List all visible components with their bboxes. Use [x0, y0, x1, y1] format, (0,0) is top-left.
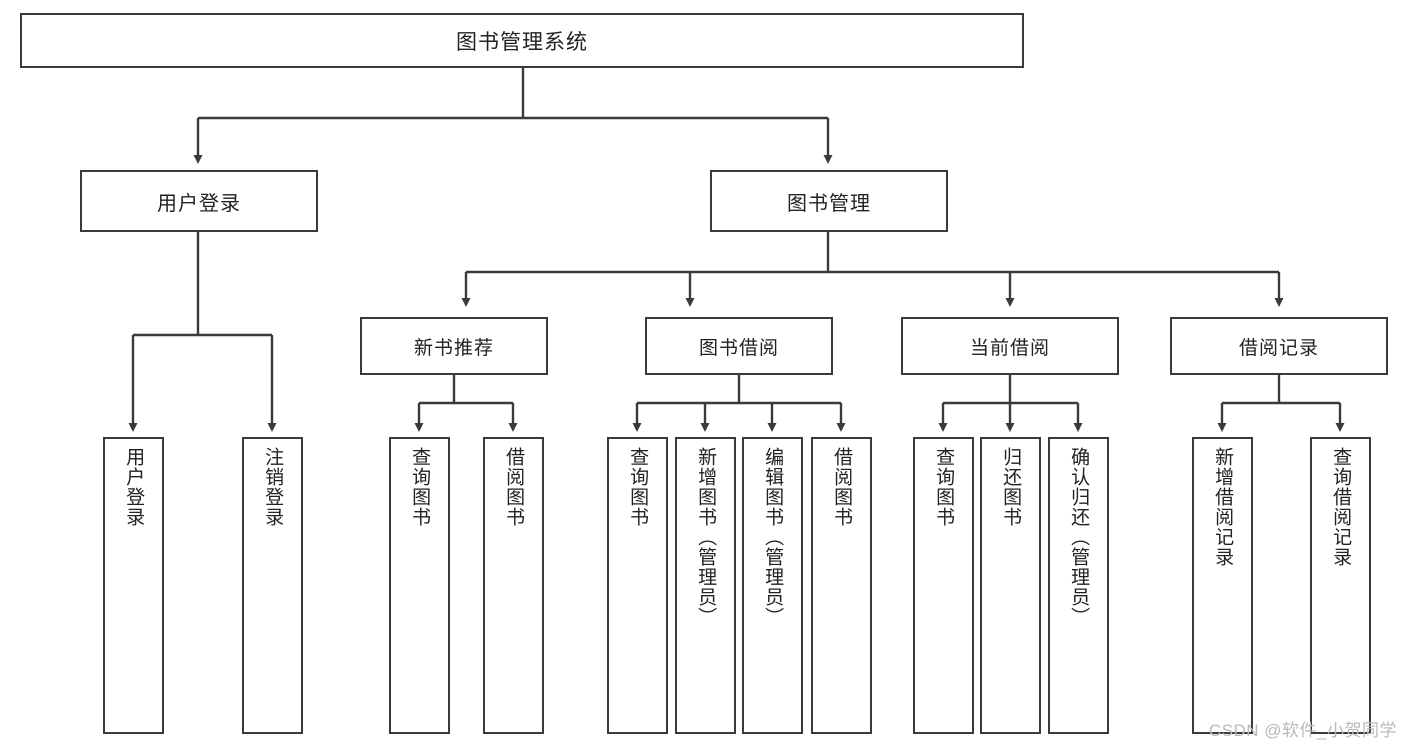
node-new-book-recommend[interactable]: 新书推荐	[360, 317, 548, 375]
node-label: 查询图书	[933, 447, 955, 527]
node-label: 编辑图书（管理员）	[762, 447, 784, 627]
watermark-csdn: CSDN @软件_小贺同学	[1208, 721, 1397, 740]
leaf-borrow-record-query-record[interactable]: 查询借阅记录	[1310, 437, 1371, 734]
node-root-book-management-system[interactable]: 图书管理系统	[20, 13, 1024, 68]
leaf-book-borrow-borrow-book[interactable]: 借阅图书	[811, 437, 872, 734]
node-label: 新增图书（管理员）	[695, 447, 717, 627]
node-label: 借阅图书	[831, 447, 853, 527]
leaf-current-borrow-query-book[interactable]: 查询图书	[913, 437, 974, 734]
leaf-user-login-signout[interactable]: 注销登录	[242, 437, 303, 734]
node-label: 借阅记录	[1238, 337, 1319, 359]
node-current-borrow[interactable]: 当前借阅	[901, 317, 1119, 375]
leaf-new-book-borrow-book[interactable]: 借阅图书	[483, 437, 544, 734]
leaf-current-borrow-confirm-return-admin[interactable]: 确认归还（管理员）	[1048, 437, 1109, 734]
node-book-management[interactable]: 图书管理	[710, 170, 948, 232]
node-user-login[interactable]: 用户登录	[80, 170, 318, 232]
leaf-current-borrow-return-book[interactable]: 归还图书	[980, 437, 1041, 734]
node-label: 图书借阅	[698, 337, 779, 359]
leaf-borrow-record-add-record[interactable]: 新增借阅记录	[1192, 437, 1253, 734]
leaf-user-login-signin[interactable]: 用户登录	[103, 437, 164, 734]
leaf-new-book-query-book[interactable]: 查询图书	[389, 437, 450, 734]
node-label: 用户登录	[157, 192, 241, 215]
node-label: 新增借阅记录	[1212, 447, 1234, 567]
node-label: 确认归还（管理员）	[1068, 447, 1090, 627]
node-borrow-record[interactable]: 借阅记录	[1170, 317, 1388, 375]
node-label: 查询借阅记录	[1330, 447, 1352, 567]
node-label: 图书管理	[787, 192, 871, 215]
node-label: 注销登录	[262, 447, 284, 527]
node-book-borrow[interactable]: 图书借阅	[645, 317, 833, 375]
node-label: 查询图书	[409, 447, 431, 527]
node-label: 新书推荐	[413, 337, 494, 359]
node-label: 借阅图书	[503, 447, 525, 527]
leaf-book-borrow-edit-book-admin[interactable]: 编辑图书（管理员）	[742, 437, 803, 734]
node-label: 查询图书	[627, 447, 649, 527]
node-label: 当前借阅	[969, 337, 1050, 359]
leaf-book-borrow-query-book[interactable]: 查询图书	[607, 437, 668, 734]
node-label: 用户登录	[123, 447, 145, 527]
node-label: 图书管理系统	[456, 30, 588, 54]
node-label: 归还图书	[1000, 447, 1022, 527]
leaf-book-borrow-add-book-admin[interactable]: 新增图书（管理员）	[675, 437, 736, 734]
